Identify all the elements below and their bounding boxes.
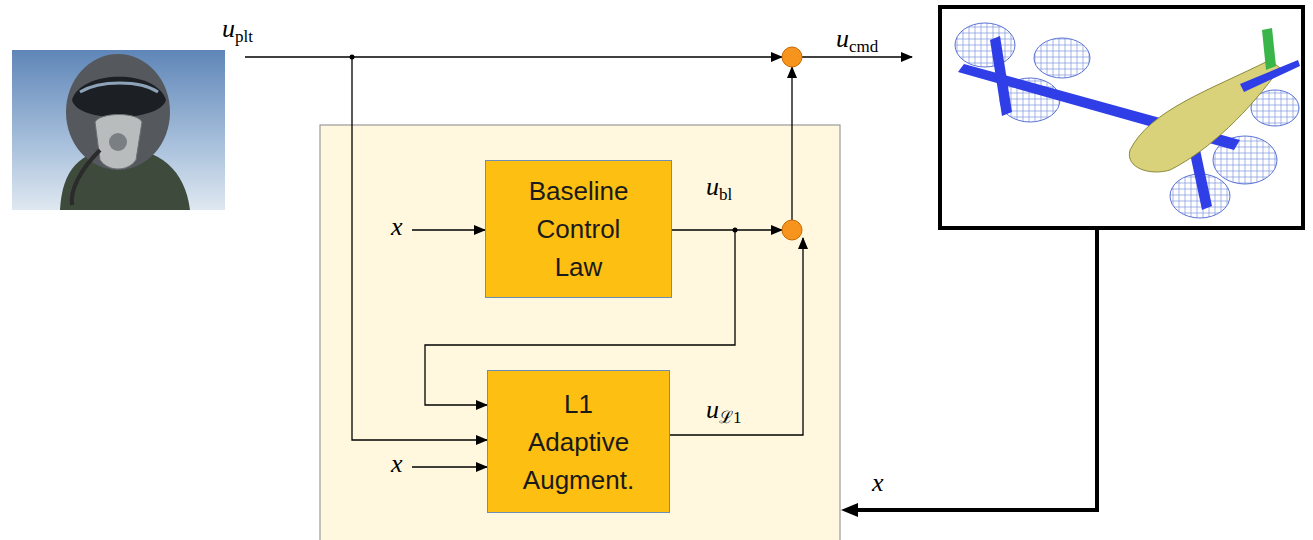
summing-junction <box>782 220 802 240</box>
state-label: x <box>872 468 884 506</box>
controller-panel <box>320 125 840 540</box>
adaptive-augmentation-box: L1 Adaptive Augment. <box>487 370 670 513</box>
summing-junction <box>782 47 802 67</box>
box-label: L1 Adaptive Augment. <box>518 385 639 499</box>
branch-dot <box>350 55 355 60</box>
signal-label: ucmd <box>836 24 878 62</box>
signal-label: uℒ1 <box>706 395 742 433</box>
signal-label: uplt <box>222 14 253 52</box>
state-label: x <box>391 449 403 487</box>
pilot-photo <box>12 50 225 210</box>
feedback-wire <box>846 228 1097 510</box>
aircraft-illustration <box>940 7 1303 228</box>
feedback-arrowhead <box>841 503 858 517</box>
signal-label: ubl <box>706 172 732 210</box>
baseline-control-box: Baseline Control Law <box>485 160 672 298</box>
box-label: Baseline Control Law <box>516 172 641 286</box>
state-label: x <box>391 212 403 250</box>
